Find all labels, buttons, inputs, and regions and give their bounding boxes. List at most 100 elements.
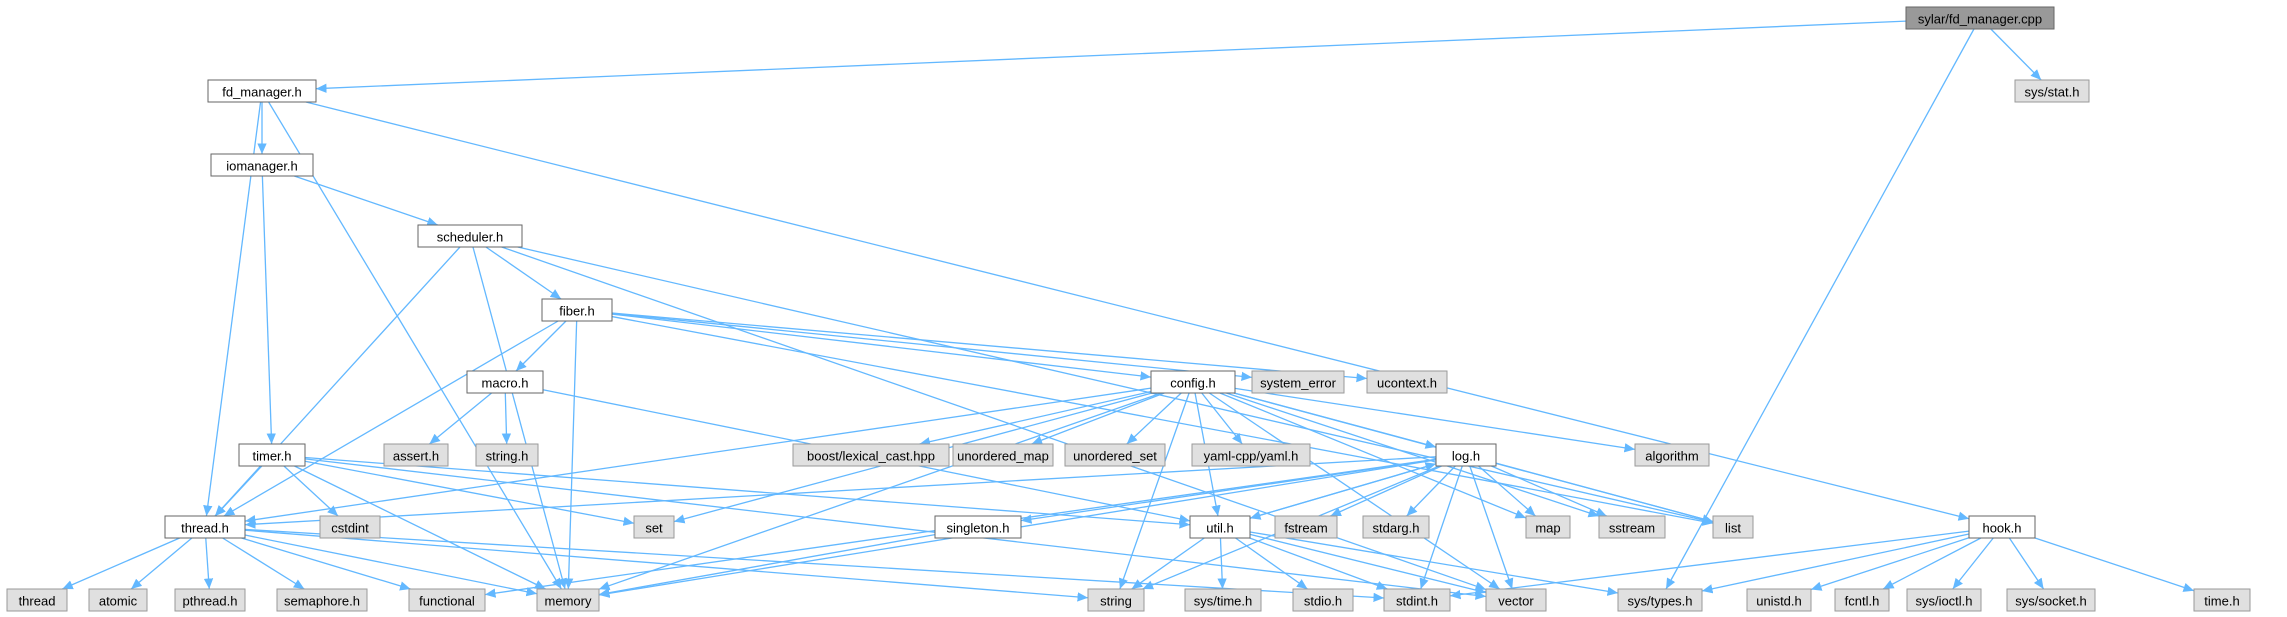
node-time-h: time.h [2193, 588, 2251, 612]
node-sys-time-h: sys/time.h [1184, 588, 1262, 612]
node-box [210, 153, 314, 177]
node-functional: functional [408, 588, 486, 612]
edge-config_h-to-string [1118, 392, 1190, 590]
node-label: sys/types.h [1627, 594, 1692, 609]
node-box [408, 588, 486, 612]
node-ucontext-h: ucontext.h [1366, 370, 1448, 394]
node-system-error: system_error [1251, 370, 1345, 394]
edge-hook_h-to-sys_ioctl_h [1952, 537, 1994, 590]
edge-util_h-to-string [1131, 537, 1205, 590]
node-box [952, 443, 1054, 467]
node-label: ucontext.h [1377, 376, 1437, 391]
node-label: macro.h [482, 376, 529, 391]
edge-thread_h-to-thread [62, 537, 180, 590]
node-label: unordered_set [1073, 449, 1157, 464]
edge-fiber_h-to-thread_h [223, 320, 559, 517]
node-config-h[interactable]: config.h [1150, 370, 1236, 394]
node-box [1087, 588, 1145, 612]
node-box [1292, 588, 1354, 612]
edge-util_h-to-log_h [1249, 462, 1437, 519]
node-iomanager-h[interactable]: iomanager.h [210, 153, 314, 177]
node-box [536, 588, 600, 612]
node-fstream: fstream [1274, 515, 1338, 539]
node-fiber-h[interactable]: fiber.h [541, 298, 613, 322]
edge-log_h-to-thread_h [244, 456, 1437, 529]
node-box [1064, 443, 1166, 467]
edge-hook_h-to-sys_types_h [1701, 533, 1970, 594]
node-util-h[interactable]: util.h [1189, 515, 1251, 539]
node-label: pthread.h [183, 594, 238, 609]
edge-log_h-to-sstream [1491, 465, 1607, 517]
node-thread: thread [6, 588, 68, 612]
node-box [1362, 515, 1430, 539]
edge-scheduler_h-to-vector [501, 246, 1487, 591]
node-hook-h[interactable]: hook.h [1968, 515, 2036, 539]
edge-util_h-to-vector [1249, 533, 1487, 595]
edge-config_h-to-map [1219, 392, 1527, 519]
edge-scheduler_h-to-memory [472, 246, 567, 590]
edge-log_h-to-fstream [1330, 465, 1442, 517]
node-label: list [1725, 521, 1741, 536]
node-box [1834, 588, 1890, 612]
node-scheduler-h[interactable]: scheduler.h [417, 224, 523, 248]
node-box [1712, 515, 1754, 539]
node-label: thread [19, 594, 56, 609]
node-box [1485, 588, 1547, 612]
node-fd-manager-h[interactable]: fd_manager.h [207, 79, 317, 103]
node-label: timer.h [252, 449, 291, 464]
edge-hook_h-to-time_h [2034, 537, 2195, 592]
edge-timer_h-to-set [304, 460, 635, 526]
node-label: algorithm [1645, 449, 1698, 464]
edge-fd_manager_cpp-to-fd_manager_h [315, 20, 1907, 93]
node-log-h[interactable]: log.h [1435, 443, 1497, 467]
node-macro-h[interactable]: macro.h [466, 370, 544, 394]
node-thread-h[interactable]: thread.h [164, 515, 246, 539]
node-sys-ioctl-h: sys/ioctl.h [1906, 588, 1982, 612]
edge-iomanager_h-to-scheduler_h [294, 175, 438, 227]
node-box [1189, 515, 1251, 539]
node-box [319, 515, 381, 539]
edge-scheduler_h-to-thread_h [214, 246, 461, 517]
edge-thread_h-to-semaphore_h [222, 537, 305, 590]
node-box [1634, 443, 1710, 467]
edge-config_h-to-algorithm [1234, 387, 1636, 453]
node-label: singleton.h [947, 521, 1010, 536]
edge-log_h-to-list [1495, 462, 1714, 524]
node-box [792, 443, 950, 467]
node-label: functional [419, 594, 475, 609]
node-box [1525, 515, 1571, 539]
node-label: sys/ioctl.h [1915, 594, 1972, 609]
node-singleton-h[interactable]: singleton.h [934, 515, 1022, 539]
edge-iomanager_h-to-timer_h [261, 175, 276, 445]
edge-log_h-to-stdarg_h [1406, 465, 1456, 517]
node-box [934, 515, 1022, 539]
node-box [1191, 443, 1311, 467]
edge-fiber_h-to-memory [563, 320, 578, 590]
node-label: set [645, 521, 663, 536]
node-atomic: atomic [88, 588, 148, 612]
node-string: string [1087, 588, 1145, 612]
node-label: yaml-cpp/yaml.h [1204, 449, 1299, 464]
node-label: fstream [1284, 521, 1327, 536]
node-box [1184, 588, 1262, 612]
edge-config_h-to-sstream [1226, 392, 1600, 518]
node-box [2006, 588, 2096, 612]
node-label: sys/stat.h [2025, 85, 2080, 100]
node-label: sys/socket.h [2015, 594, 2087, 609]
edge-layer [62, 20, 2195, 603]
node-timer-h[interactable]: timer.h [238, 443, 306, 467]
node-box [207, 79, 317, 103]
node-fd-manager-cpp[interactable]: sylar/fd_manager.cpp [1905, 6, 2055, 30]
edge-thread_h-to-atomic [130, 537, 193, 590]
edge-fiber_h-to-macro_h [515, 320, 567, 372]
edge-log_h-to-stdint_h [1419, 465, 1463, 590]
node-label: fd_manager.h [222, 85, 302, 100]
node-box [475, 443, 539, 467]
node-assert-h: assert.h [383, 443, 449, 467]
node-box [1968, 515, 2036, 539]
edge-hook_h-to-fcntl_h [1882, 537, 1982, 590]
node-label: stdint.h [1396, 594, 1438, 609]
node-box [1150, 370, 1236, 394]
node-box [6, 588, 68, 612]
edge-thread_h-to-pthread_h [203, 537, 214, 590]
